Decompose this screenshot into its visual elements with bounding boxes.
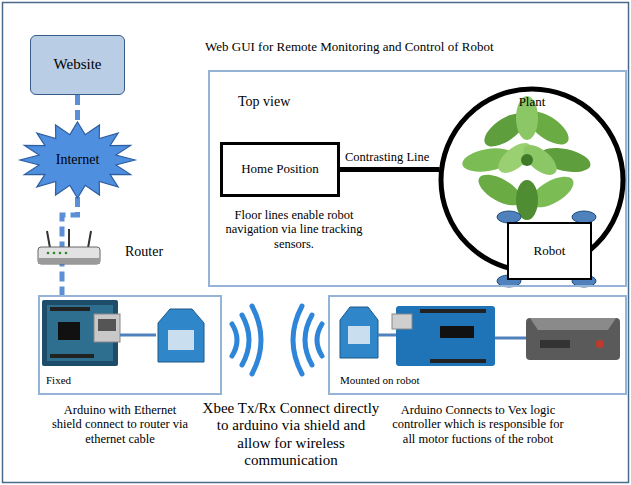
note-text: Floor lines enable robot navigation via …: [218, 208, 370, 251]
connector-line: [340, 167, 440, 172]
caption-text: Arduino Connects to Vex logic controller…: [388, 403, 568, 446]
plant-label: Plant: [438, 95, 626, 110]
xbee-chip: [168, 330, 194, 350]
internet-starburst: Internet: [20, 122, 135, 198]
arduino-ethernet-board: [42, 300, 120, 366]
node-label: Internet: [56, 152, 100, 168]
robot-box: Robot: [507, 222, 592, 280]
connector-line: [62, 197, 78, 295]
arduino-board: [392, 306, 495, 366]
edge-label: Contrasting Line: [344, 150, 430, 164]
node-label: Robot: [534, 244, 566, 259]
vex-controller: [526, 318, 620, 360]
plant-illustration: [460, 96, 592, 220]
wire: [120, 334, 156, 337]
caption-text: Arduino with Ethernet shield connect to …: [50, 403, 190, 446]
mounted-panel: Mounted on robot: [328, 295, 627, 395]
router-icon: [38, 229, 100, 264]
diagram-title: Web GUI for Remote Monitoring and Contro…: [205, 40, 494, 55]
wireless-waves: [232, 306, 322, 374]
panel-tag: Mounted on robot: [340, 374, 419, 387]
outer-frame: [3, 3, 629, 483]
wire: [378, 334, 396, 337]
fixed-panel: Fixed: [38, 295, 222, 395]
node-label: Home Position: [241, 162, 319, 177]
xbee-chip: [348, 326, 370, 344]
wire: [495, 337, 526, 340]
home-position-box: Home Position: [220, 142, 340, 197]
caption-text: Xbee Tx/Rx Connect directly to arduino v…: [201, 400, 381, 469]
xbee-module: [340, 307, 378, 358]
router-label: Router: [125, 244, 163, 260]
website-box: Website: [30, 35, 125, 95]
panel-heading: Top view: [238, 94, 290, 110]
panel-tag: Fixed: [46, 374, 71, 387]
xbee-module: [158, 309, 204, 362]
node-label: Website: [54, 56, 102, 73]
top-view-panel: Top viewFloor lines enable robot navigat…: [208, 70, 627, 287]
connector-line: [75, 95, 80, 122]
robot-wheels: [497, 211, 596, 287]
